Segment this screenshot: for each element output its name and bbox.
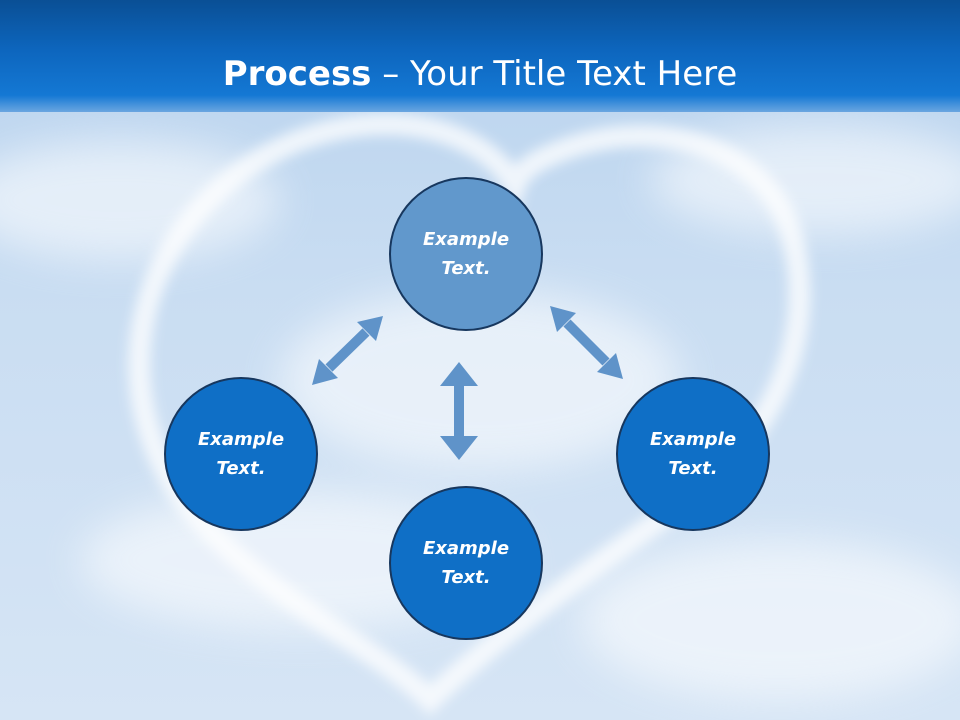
heart-contrail <box>128 113 811 716</box>
process-node-right: Example Text. <box>616 377 770 531</box>
arrowhead-top-right-a <box>550 306 576 332</box>
node-text: Example Text. <box>649 429 737 479</box>
node-text: Example Text. <box>422 538 510 588</box>
arrow-top-right <box>563 319 610 366</box>
process-node-bottom: Example Text. <box>389 486 543 640</box>
slide-title: Process – Your Title Text Here <box>0 52 960 96</box>
arrow-top-left <box>325 328 370 372</box>
node-text: Example Text. <box>422 229 510 279</box>
arrowhead-top-left-a <box>357 316 383 341</box>
process-node-top: Example Text. <box>389 177 543 331</box>
process-node-left: Example Text. <box>164 377 318 531</box>
arrowhead-top-left-b <box>312 359 338 385</box>
arrowhead-top-right-b <box>597 353 623 379</box>
arrowhead-vertical-b <box>440 436 478 460</box>
arrowhead-vertical-a <box>440 362 478 386</box>
title-bar <box>0 0 960 112</box>
title-rest: – Your Title Text Here <box>371 54 738 94</box>
node-text: Example Text. <box>197 429 285 479</box>
title-bold: Process <box>222 54 372 94</box>
